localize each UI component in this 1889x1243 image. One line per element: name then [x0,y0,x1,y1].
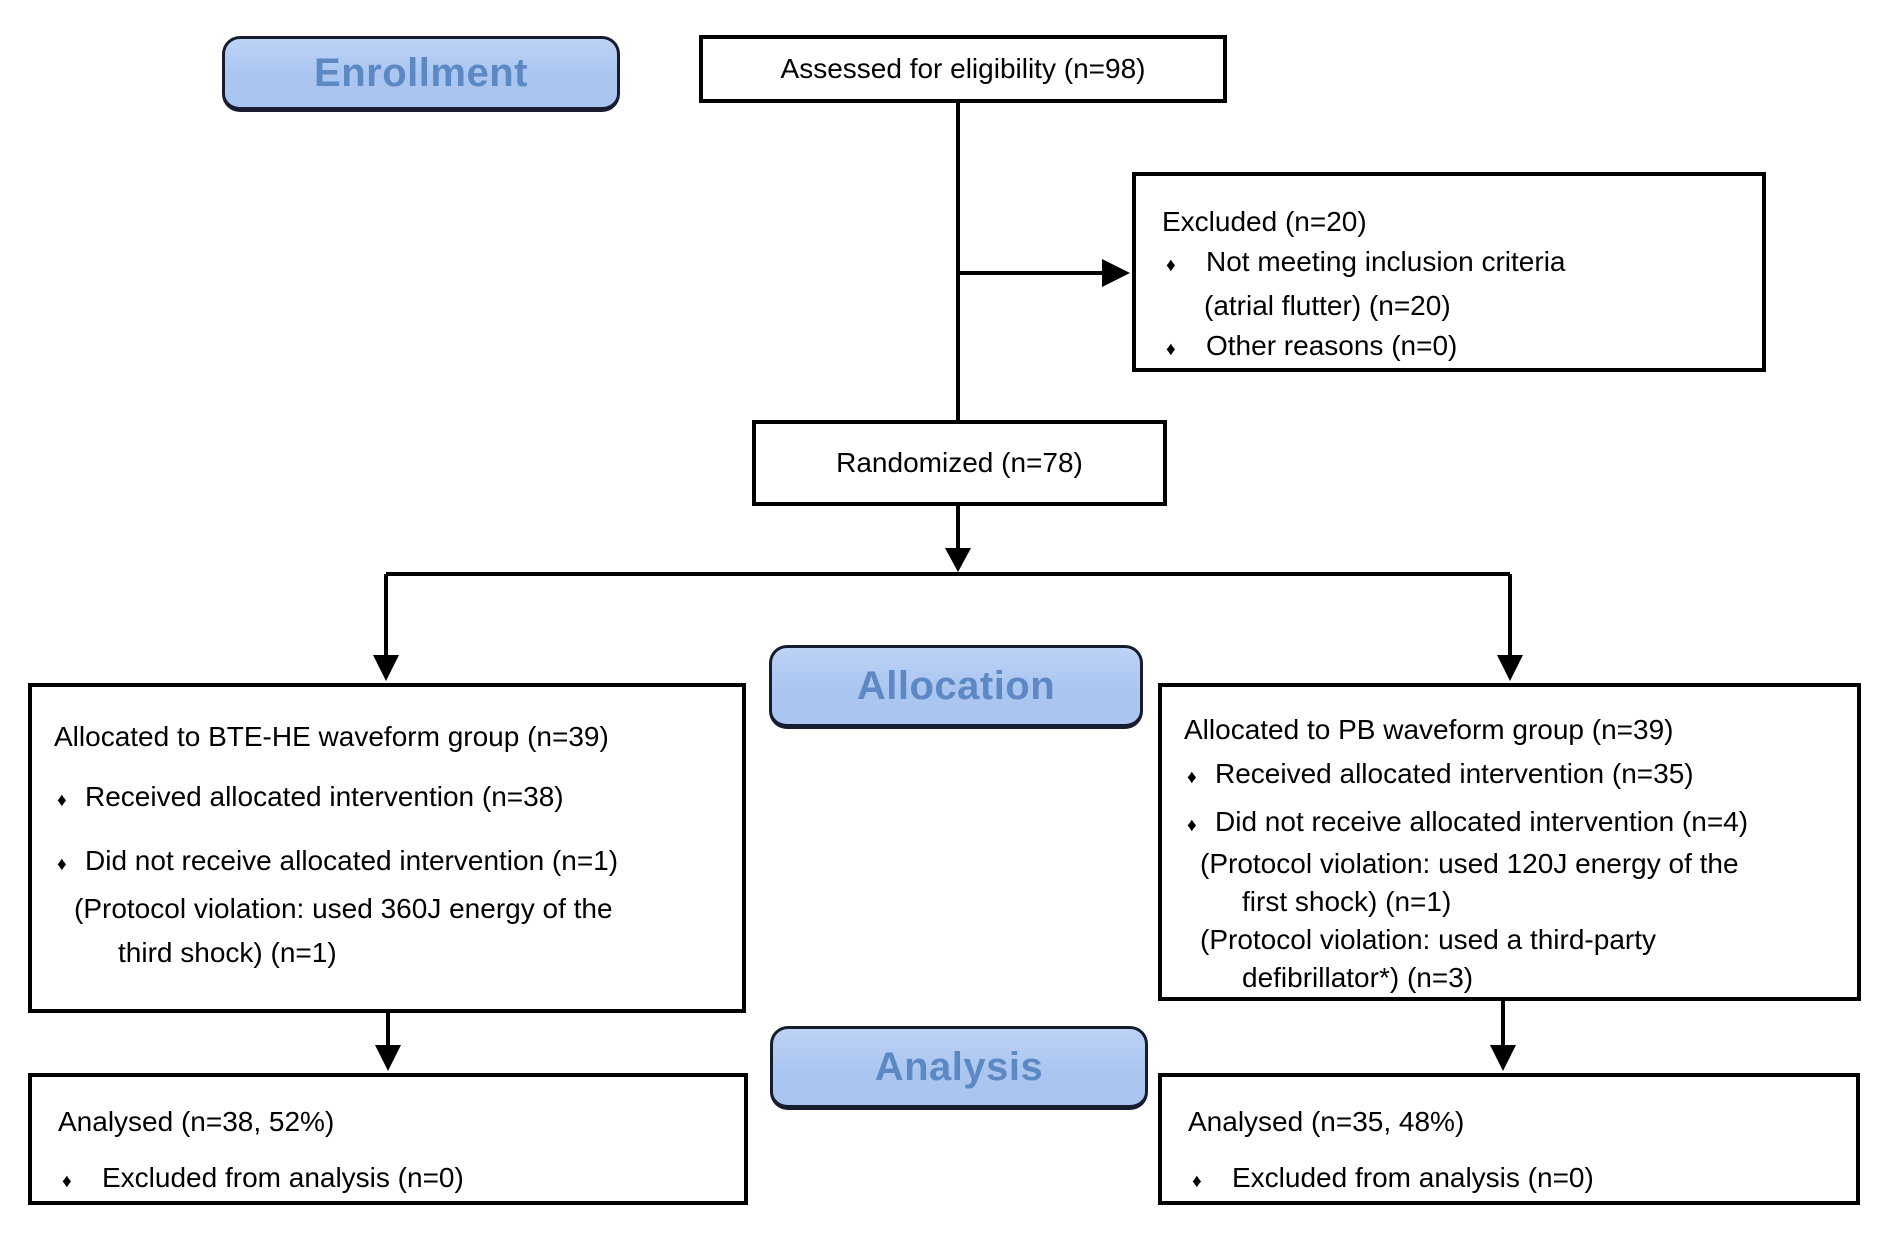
allocation-pb-violation-1-line-1: (Protocol violation: used 120J energy of… [1200,848,1739,879]
bullet-diamond-icon: ♦ [1166,255,1176,276]
analysis-bte-he-bullet-1: ♦ Excluded from analysis (n=0) [58,1157,730,1203]
allocation-bte-he-title: Allocated to BTE-HE waveform group (n=39… [54,721,609,752]
stage-label-analysis: Analysis [874,1044,1044,1089]
allocation-bte-he-bullet-1-text: Received allocated intervention (n=38) [85,781,564,812]
allocation-bte-he-content: Allocated to BTE-HE waveform group (n=39… [32,687,742,975]
arrowhead-alloc-right-icon [1497,655,1523,681]
allocation-pb-bullet-2-text: Did not receive allocated intervention (… [1215,806,1749,837]
analysis-pb-content: Analysed (n=35, 48%) ♦ Excluded from ana… [1162,1077,1856,1203]
analysis-pb-title: Analysed (n=35, 48%) [1188,1106,1465,1137]
excluded-bullet-1: ♦ Not meeting inclusion criteria [1162,242,1744,286]
arrowhead-analysis-right-icon [1490,1045,1516,1071]
stage-label-enrollment: Enrollment [314,50,528,95]
assessed-eligibility-text: Assessed for eligibility (n=98) [780,53,1146,85]
allocation-pb-content: Allocated to PB waveform group (n=39) ♦ … [1162,687,1857,997]
allocation-bte-he-bullet-2: ♦ Did not receive allocated intervention… [54,839,728,887]
assessed-eligibility-box: Assessed for eligibility (n=98) [699,35,1227,103]
allocation-bte-he-bullet-2-text: Did not receive allocated intervention (… [85,845,619,876]
stage-pill-allocation: Allocation [769,645,1143,729]
stage-pill-enrollment: Enrollment [222,36,620,112]
analysis-bte-he-content: Analysed (n=38, 52%) ♦ Excluded from ana… [32,1077,744,1203]
allocation-pb-violation-1-line-2: first shock) (n=1) [1242,886,1452,917]
allocation-bte-he-violation-line-1: (Protocol violation: used 360J energy of… [74,893,613,924]
excluded-bullet-2-text: Other reasons (n=0) [1206,330,1458,361]
allocation-pb-bullet-2: ♦ Did not receive allocated intervention… [1184,803,1847,845]
allocation-bte-he-box: Allocated to BTE-HE waveform group (n=39… [28,683,746,1013]
allocation-bte-he-bullet-1: ♦ Received allocated intervention (n=38) [54,775,728,823]
arrowhead-alloc-left-icon [373,655,399,681]
arrowhead-analysis-left-icon [375,1045,401,1071]
analysis-pb-box: Analysed (n=35, 48%) ♦ Excluded from ana… [1158,1073,1860,1205]
bullet-diamond-icon: ♦ [1166,339,1176,360]
randomized-box: Randomized (n=78) [752,420,1167,506]
arrowhead-to-excluded-icon [1102,259,1130,287]
bullet-diamond-icon: ♦ [1187,815,1197,836]
analysis-pb-bullet-1-text: Excluded from analysis (n=0) [1232,1162,1594,1193]
allocation-pb-box: Allocated to PB waveform group (n=39) ♦ … [1158,683,1861,1001]
analysis-bte-he-bullet-1-text: Excluded from analysis (n=0) [102,1162,464,1193]
excluded-box: Excluded (n=20) ♦ Not meeting inclusion … [1132,172,1766,372]
arrowhead-randomized-split-icon [945,548,971,572]
bullet-diamond-icon: ♦ [1192,1171,1202,1192]
excluded-content: Excluded (n=20) ♦ Not meeting inclusion … [1136,176,1762,370]
analysis-pb-bullet-1: ♦ Excluded from analysis (n=0) [1188,1157,1842,1203]
bullet-diamond-icon: ♦ [62,1171,72,1192]
excluded-bullet-1-cont: (atrial flutter) (n=20) [1204,290,1451,321]
excluded-bullet-2: ♦ Other reasons (n=0) [1162,326,1744,370]
analysis-bte-he-title: Analysed (n=38, 52%) [58,1106,335,1137]
randomized-text: Randomized (n=78) [836,447,1083,479]
bullet-diamond-icon: ♦ [57,790,67,811]
allocation-pb-title: Allocated to PB waveform group (n=39) [1184,714,1674,745]
excluded-bullet-1-text: Not meeting inclusion criteria [1206,246,1566,277]
stage-label-allocation: Allocation [856,663,1056,708]
allocation-pb-bullet-1: ♦ Received allocated intervention (n=35) [1184,755,1847,797]
allocation-pb-violation-2-line-1: (Protocol violation: used a third-party [1200,924,1656,955]
allocation-pb-violation-2-line-2: defibrillator*) (n=3) [1242,962,1474,993]
analysis-bte-he-box: Analysed (n=38, 52%) ♦ Excluded from ana… [28,1073,748,1205]
bullet-diamond-icon: ♦ [1187,767,1197,788]
allocation-pb-bullet-1-text: Received allocated intervention (n=35) [1215,758,1694,789]
excluded-title: Excluded (n=20) [1162,206,1367,237]
stage-pill-analysis: Analysis [770,1026,1148,1110]
allocation-bte-he-violation-line-2: third shock) (n=1) [118,937,337,968]
bullet-diamond-icon: ♦ [57,854,67,875]
